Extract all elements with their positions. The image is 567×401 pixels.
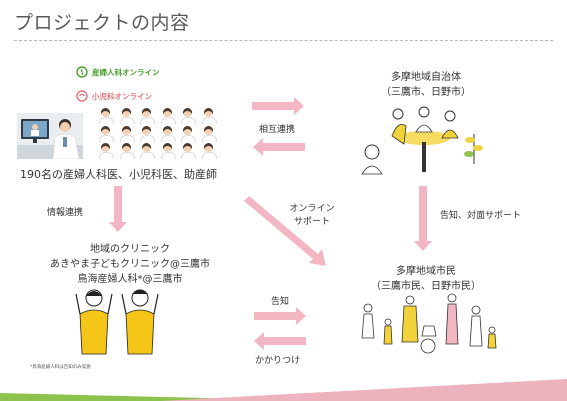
- doctor-portrait: [199, 142, 219, 159]
- edge-label-info: 情報連携: [47, 208, 84, 218]
- arrow-clinics-to-citizens: [254, 307, 306, 325]
- edge-label-mutual: 相互連携: [259, 125, 296, 135]
- arrow-citizens-to-clinics: [254, 332, 306, 350]
- citizens-illustration: [361, 293, 497, 354]
- edge-label-online: オンライン サポート: [282, 201, 342, 227]
- page-title: プロジェクトの内容: [14, 12, 190, 34]
- clinics-node-title: 地域のクリニック: [90, 244, 170, 255]
- ground-pink: [160, 379, 567, 401]
- title-divider: [14, 40, 553, 41]
- doctor-portrait: [117, 142, 137, 159]
- doctor-portrait: [199, 125, 219, 142]
- doctor-portrait: [178, 125, 198, 142]
- ped-logo-icon: [76, 90, 88, 102]
- clinic-staff-illustration: [75, 289, 159, 355]
- ob-logo-icon: [76, 66, 88, 78]
- doctor-portrait: [178, 142, 198, 159]
- clinics-node-clinic-1: あきやま子どもクリニック@三鷹市: [50, 259, 210, 270]
- ped-logo-text: 小児科オンライン: [92, 91, 152, 101]
- arrow-doctors-to-city: [252, 97, 304, 115]
- doctor-portrait: [117, 107, 137, 124]
- doctor-portrait: [199, 107, 219, 124]
- ground-decoration: [0, 379, 567, 401]
- arrow-city-to-doctors: [253, 138, 305, 156]
- footnote: *鳥海産婦人科は告知のみ実施: [30, 365, 91, 370]
- edge-label-online-1: オンライン: [289, 204, 335, 214]
- arrow-city-to-citizens: [414, 186, 432, 251]
- citizens-node-title: 多摩地域市民: [396, 266, 456, 277]
- edge-label-online-2: サポート: [293, 217, 330, 227]
- arrow-doctors-to-citizens: [244, 196, 326, 266]
- edge-label-notify: 告知: [271, 297, 290, 307]
- city-meeting-illustration: [361, 106, 483, 175]
- doctor-portrait: [137, 125, 157, 142]
- doctor-portrait: [96, 107, 116, 124]
- edge-label-family-doctor: かかりつけ: [255, 356, 301, 366]
- clinics-node-clinic-2: 鳥海産婦人科*@三鷹市: [77, 274, 183, 285]
- citizens-node: 多摩地域市民 （三鷹市民、日野市民）: [366, 262, 486, 292]
- city-node-title: 多摩地域自治体: [391, 72, 461, 83]
- doctor-portrait: [158, 107, 178, 124]
- ped-online-logo: 小児科オンライン: [76, 90, 152, 102]
- doctor-portrait: [96, 142, 116, 159]
- doctor-portrait: [117, 125, 137, 142]
- doctors-node-label: 190名の産婦人科医、小児科医、助産師: [20, 168, 217, 181]
- doctor-portrait: [96, 125, 116, 142]
- doctor-portrait-grid: [96, 107, 218, 159]
- citizens-node-subtitle: （三鷹市民、日野市民）: [371, 281, 481, 292]
- arrow-doctors-to-clinics: [109, 186, 127, 232]
- ob-logo-text: 産婦人科オンライン: [92, 67, 160, 77]
- doctor-portrait: [137, 107, 157, 124]
- online-consultation-photo: [17, 113, 83, 159]
- doctor-portrait: [178, 107, 198, 124]
- ob-online-logo: 産婦人科オンライン: [76, 66, 160, 78]
- doctor-portrait: [158, 125, 178, 142]
- city-node: 多摩地域自治体 （三鷹市、日野市）: [371, 68, 481, 98]
- clinics-node: 地域のクリニック あきやま子どもクリニック@三鷹市 鳥海産婦人科*@三鷹市: [50, 240, 210, 285]
- city-node-subtitle: （三鷹市、日野市）: [381, 87, 471, 98]
- doctor-portrait: [137, 142, 157, 159]
- doctor-portrait: [158, 142, 178, 159]
- edge-label-notify-support: 告知、対面サポート: [440, 211, 522, 221]
